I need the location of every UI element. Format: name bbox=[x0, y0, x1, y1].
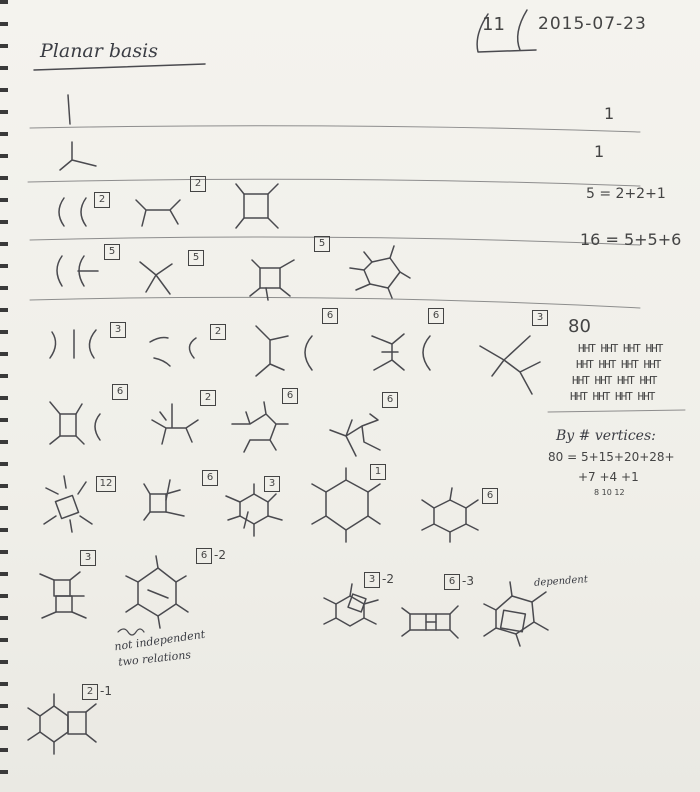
by-vertices-note: By # vertices: bbox=[556, 428, 656, 444]
box-suffix: -2 bbox=[214, 548, 226, 562]
diagram-row5-b bbox=[149, 336, 197, 367]
multiplicity-box: 2 bbox=[94, 192, 110, 208]
multiplicity-box: 12 bbox=[96, 476, 116, 492]
tally-line: HHT HHT HHT HHT bbox=[576, 358, 661, 371]
multiplicity-box: 6 bbox=[202, 470, 218, 486]
box-suffix: -2 bbox=[382, 572, 394, 586]
diagram-row7-c bbox=[225, 483, 283, 537]
diagram-row6-d bbox=[329, 413, 381, 457]
multiplicity-box: 2 bbox=[200, 390, 216, 406]
tally-line: HHT HHT HHT HHT bbox=[570, 390, 655, 403]
multiplicity-box: 3 bbox=[532, 310, 548, 326]
multiplicity-box: 6 bbox=[482, 488, 498, 504]
diagram-row6-b bbox=[151, 403, 199, 445]
box-suffix: -3 bbox=[462, 574, 474, 588]
row-separators bbox=[27, 125, 686, 413]
multiplicity-box: 6 bbox=[282, 388, 298, 404]
multiplicity-box: 1 bbox=[370, 464, 386, 480]
diagram-row7-a bbox=[43, 475, 93, 533]
multiplicity-box: 5 bbox=[188, 250, 204, 266]
multiplicity-box: 6 bbox=[112, 384, 128, 400]
total-count: 80 bbox=[568, 316, 591, 337]
diagram-row8-b bbox=[125, 555, 189, 629]
diagram-row4-a bbox=[56, 255, 99, 287]
box-suffix: -1 bbox=[100, 684, 112, 698]
diagram-propagator bbox=[67, 94, 71, 125]
diagram-row5-d bbox=[371, 333, 431, 371]
diagram-row8-e bbox=[483, 581, 549, 647]
multiplicity-box: 6 bbox=[428, 308, 444, 324]
sum-line: +7 +4 +1 bbox=[578, 470, 639, 484]
page-date: 2015-07-23 bbox=[538, 14, 647, 34]
multiplicity-box: 3 bbox=[110, 322, 126, 338]
spiral-binding bbox=[0, 0, 8, 792]
row-count: 1 bbox=[594, 142, 605, 161]
multiplicity-box: 3 bbox=[80, 550, 96, 566]
diagram-row6-c bbox=[231, 401, 289, 453]
row-count: 5 = 2+2+1 bbox=[586, 186, 666, 202]
diagram-row6-a bbox=[49, 401, 101, 445]
row-count: 1 bbox=[604, 104, 615, 123]
multiplicity-box: 2 bbox=[190, 176, 206, 192]
multiplicity-box: 3 bbox=[264, 476, 280, 492]
diagram-row3-a bbox=[58, 197, 87, 227]
diagram-row7-b bbox=[143, 479, 185, 521]
multiplicity-box: 5 bbox=[104, 244, 120, 260]
diagram-row8-d bbox=[401, 605, 459, 639]
diagram-row8-a bbox=[39, 571, 87, 619]
row-count: 16 = 5+5+6 bbox=[580, 230, 682, 249]
multiplicity-box: 6 bbox=[382, 392, 398, 408]
diagram-row9-a bbox=[27, 693, 97, 755]
diagram-row4-c bbox=[249, 259, 295, 301]
diagram-row3-b bbox=[135, 199, 181, 227]
multiplicity-box: 6 bbox=[196, 548, 212, 564]
multiplicity-box: 2 bbox=[82, 684, 98, 700]
diagram-row4-b bbox=[139, 261, 173, 295]
multiplicity-box: 2 bbox=[210, 324, 226, 340]
page-title: Planar basis bbox=[40, 40, 158, 62]
diagram-row3-c bbox=[235, 183, 279, 229]
diagram-row5-a bbox=[49, 329, 97, 359]
diagram-row5-e bbox=[479, 335, 541, 395]
sum-subscripts: 8 10 12 bbox=[594, 488, 625, 497]
tally-line: HHT HHT HHT HHT bbox=[572, 374, 657, 387]
multiplicity-box: 6 bbox=[444, 574, 460, 590]
diagram-row8-c bbox=[323, 583, 379, 627]
sum-line: 80 = 5+15+20+28+ bbox=[548, 450, 675, 464]
multiplicity-box: 6 bbox=[322, 308, 338, 324]
multiplicity-box: 3 bbox=[364, 572, 380, 588]
diagram-three-vertex bbox=[59, 141, 97, 171]
page-marker: 11 bbox=[482, 14, 505, 35]
diagram-row7-d bbox=[311, 467, 381, 543]
diagram-row7-e bbox=[421, 487, 479, 543]
diagram-row4-d bbox=[349, 245, 411, 299]
multiplicity-box: 5 bbox=[314, 236, 330, 252]
tally-line: HHT HHT HHT HHT bbox=[578, 342, 663, 355]
squiggle bbox=[117, 628, 145, 636]
diagram-row5-c bbox=[255, 325, 313, 377]
